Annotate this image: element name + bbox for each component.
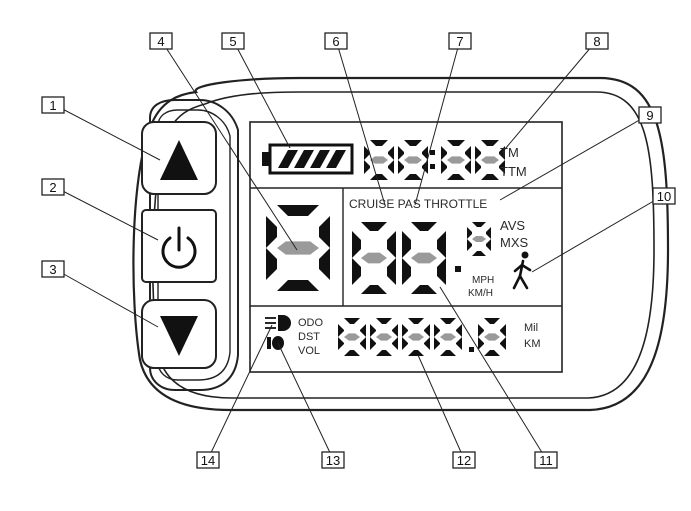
down-arrow-icon: [160, 316, 198, 356]
device-housing-outer: [132, 76, 670, 412]
speed-mode-mxs: MXS: [500, 235, 529, 250]
callout-5: 5: [221, 32, 245, 50]
callout-number: 13: [326, 453, 340, 468]
button-panel-inner: [157, 109, 231, 381]
clock-digit-3: [441, 140, 471, 180]
clock-colon: [430, 150, 435, 169]
walking-person-icon: [512, 251, 532, 290]
callout-number: 2: [49, 180, 56, 195]
callout-number: 4: [157, 34, 164, 49]
callout-10: 10: [652, 187, 676, 205]
segment-digits: [266, 140, 506, 356]
callout-11: 11: [534, 451, 558, 469]
callout-number: 7: [456, 34, 463, 49]
speed-mode-avs: AVS: [500, 218, 525, 233]
speed-digit-1: [352, 222, 396, 294]
speed-digit-2: [402, 222, 446, 294]
callout-number: 10: [657, 189, 671, 204]
speed-unit-mph: MPH: [472, 275, 494, 286]
distance-digit-1: [338, 318, 366, 356]
up-arrow-icon: [160, 140, 198, 180]
distance-decimal-point: [469, 347, 474, 352]
callout-1: 1: [41, 96, 65, 114]
callout-number: 6: [332, 34, 339, 49]
callout-number: 1: [49, 98, 56, 113]
callout-number: 11: [539, 453, 553, 468]
callout-number: 14: [201, 453, 215, 468]
distance-digit-2: [370, 318, 398, 356]
callout-2: 2: [41, 178, 65, 196]
power-button[interactable]: [141, 209, 217, 283]
callout-14: 14: [196, 451, 220, 469]
mode-label: CRUISE PAS THROTTLE: [349, 197, 487, 211]
clock-digit-4: [475, 140, 505, 180]
callout-9: 9: [638, 106, 662, 124]
trip-mode-odo: ODO: [298, 317, 324, 329]
button-panel: [149, 99, 239, 391]
callout-6: 6: [324, 32, 348, 50]
headlight-icon: [265, 315, 291, 331]
assist-level-digit: [266, 205, 330, 291]
time-unit-tm: TM: [500, 145, 519, 160]
callout-13: 13: [321, 451, 345, 469]
callout-3: 3: [41, 260, 65, 278]
leader-lines: [52, 39, 665, 460]
battery-icon: [262, 143, 354, 175]
trip-mode-dst: DST: [298, 331, 320, 343]
callout-8: 8: [585, 32, 609, 50]
speed-unit-kmh: KM/H: [468, 288, 493, 299]
error-indicator-icon: [267, 336, 284, 350]
callout-12: 12: [452, 451, 476, 469]
callout-number: 12: [457, 453, 471, 468]
callout-7: 7: [448, 32, 472, 50]
up-button[interactable]: [141, 121, 217, 195]
speed-decimal-digit: [467, 222, 491, 256]
distance-unit-km: KM: [524, 338, 541, 350]
down-button[interactable]: [141, 299, 217, 369]
time-unit-ttm: TTM: [500, 164, 527, 179]
distance-digit-5: [478, 318, 506, 356]
distance-unit-mil: Mil: [524, 322, 538, 334]
callout-number: 5: [229, 34, 236, 49]
callout-4: 4: [149, 32, 173, 50]
distance-digit-3: [402, 318, 430, 356]
power-icon: [161, 226, 197, 269]
trip-mode-vol: VOL: [298, 345, 320, 357]
clock-digit-1: [364, 140, 394, 180]
callout-number: 3: [49, 262, 56, 277]
callout-number: 8: [593, 34, 600, 49]
callout-number: 9: [646, 108, 653, 123]
speed-decimal-point: [455, 266, 461, 272]
distance-digit-4: [434, 318, 462, 356]
